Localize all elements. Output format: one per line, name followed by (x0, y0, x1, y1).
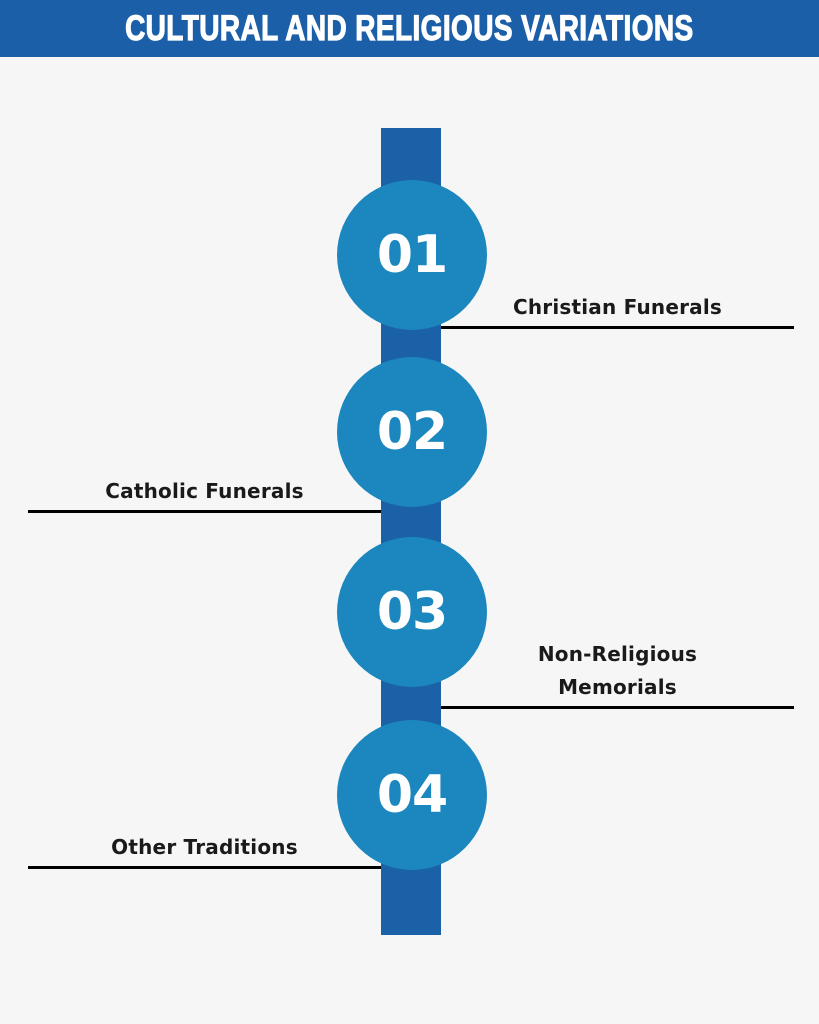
step-circle-04[interactable]: 04 (337, 720, 487, 870)
step-label-text: Christian Funerals (512, 295, 723, 319)
step-label-01: Christian Funerals (441, 293, 794, 329)
header-banner: CULTURAL AND RELIGIOUS VARIATIONS (0, 0, 819, 57)
step-number-label: 04 (376, 765, 448, 825)
step-number-label: 02 (376, 402, 448, 462)
step-circle-03[interactable]: 03 (337, 537, 487, 687)
step-label-rule (441, 326, 794, 329)
step-label-02: Catholic Funerals (28, 477, 381, 513)
step-circle-02[interactable]: 02 (337, 357, 487, 507)
step-circle-01[interactable]: 01 (337, 180, 487, 330)
step-label-rule (28, 510, 381, 513)
step-number-label: 03 (376, 582, 448, 642)
step-label-text: Other Traditions (111, 835, 298, 859)
step-number-label: 01 (376, 225, 448, 285)
step-label-text: Catholic Funerals (105, 479, 304, 503)
page-title: CULTURAL AND RELIGIOUS VARIATIONS (125, 9, 694, 48)
step-label-03: Non-Religious Memorials (441, 640, 794, 709)
step-label-text-line1: Non-Religious (537, 642, 698, 666)
step-label-text-line2: Memorials (558, 675, 677, 699)
step-label-rule (441, 706, 794, 709)
step-label-rule (28, 866, 381, 869)
step-label-04: Other Traditions (28, 833, 381, 869)
